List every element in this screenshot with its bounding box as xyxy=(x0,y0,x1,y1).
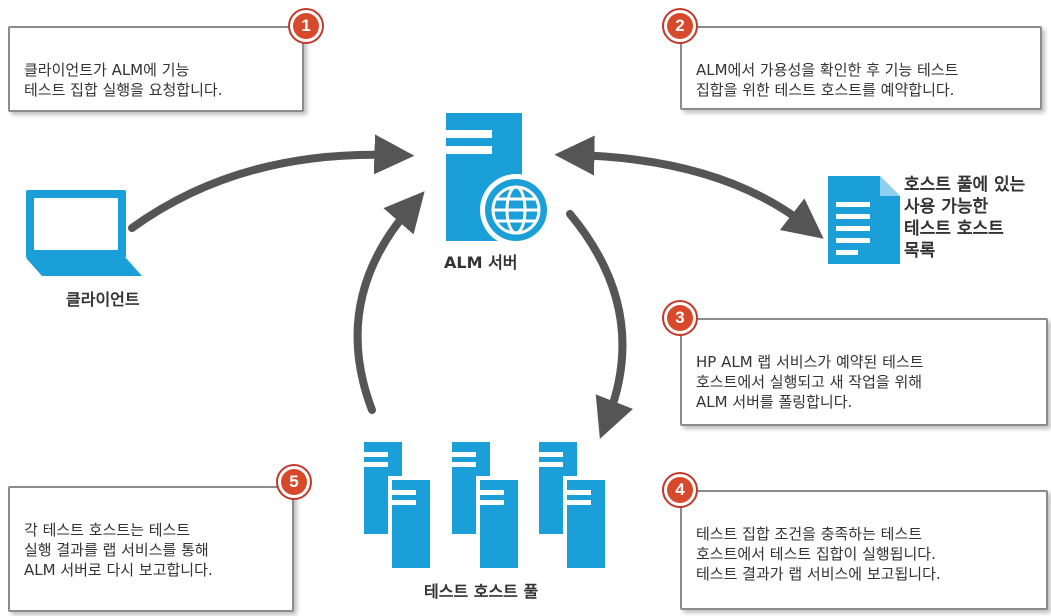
step-3-badge: 3 xyxy=(662,300,698,336)
step-4-text: 테스트 집합 조건을 충족하는 테스트 호스트에서 테스트 집합이 실행됩니다.… xyxy=(696,525,941,583)
step-1-number: 1 xyxy=(293,13,319,39)
arrow-pool-to-server xyxy=(353,191,425,414)
step-5-text: 각 테스트 호스트는 테스트 실행 결과를 랩 서비스를 통해 ALM 서버로 … xyxy=(24,521,213,579)
step-2-text: ALM에서 가용성을 확인한 후 기능 테스트 집합을 위한 테스트 호스트를 … xyxy=(696,61,959,99)
step-4-number: 4 xyxy=(667,477,693,503)
step-2-badge: 2 xyxy=(662,8,698,44)
step-2-box: ALM에서 가용성을 확인한 후 기능 테스트 집합을 위한 테스트 호스트를 … xyxy=(680,26,1042,110)
host-server-icon xyxy=(539,442,607,570)
globe-icon xyxy=(480,174,552,246)
step-4-badge: 4 xyxy=(662,472,698,508)
arrow-client-to-server xyxy=(128,134,415,232)
step-3-text: HP ALM 랩 서비스가 예약된 테스트 호스트에서 실행되고 새 작업을 위… xyxy=(696,353,924,411)
step-3-number: 3 xyxy=(667,305,693,331)
host-pool-label: 테스트 호스트 풀 xyxy=(424,582,539,601)
laptop-icon xyxy=(26,190,142,276)
step-5-badge: 5 xyxy=(276,464,312,500)
step-2-number: 2 xyxy=(667,13,693,39)
step-1-badge: 1 xyxy=(288,8,324,44)
host-server-icon xyxy=(452,442,520,570)
document-icon xyxy=(828,176,900,264)
step-5-box: 각 테스트 호스트는 테스트 실행 결과를 랩 서비스를 통해 ALM 서버로 … xyxy=(8,486,294,612)
step-3-box: HP ALM 랩 서비스가 예약된 테스트 호스트에서 실행되고 새 작업을 위… xyxy=(680,318,1048,426)
arrow-server-host-list xyxy=(554,135,824,239)
client-label: 클라이언트 xyxy=(66,290,140,309)
step-1-box: 클라이언트가 ALM에 기능 테스트 집합 실행을 요청합니다. xyxy=(8,26,304,112)
step-1-text: 클라이언트가 ALM에 기능 테스트 집합 실행을 요청합니다. xyxy=(24,61,223,99)
step-5-number: 5 xyxy=(281,469,307,495)
host-server-icon xyxy=(364,442,432,570)
step-4-box: 테스트 집합 조건을 충족하는 테스트 호스트에서 테스트 집합이 실행됩니다.… xyxy=(680,490,1048,610)
alm-server-label: ALM 서버 xyxy=(444,253,518,272)
host-list-label: 호스트 풀에 있는 사용 가능한 테스트 호스트 목록 xyxy=(904,175,1026,261)
arrow-server-to-pool xyxy=(566,210,634,439)
